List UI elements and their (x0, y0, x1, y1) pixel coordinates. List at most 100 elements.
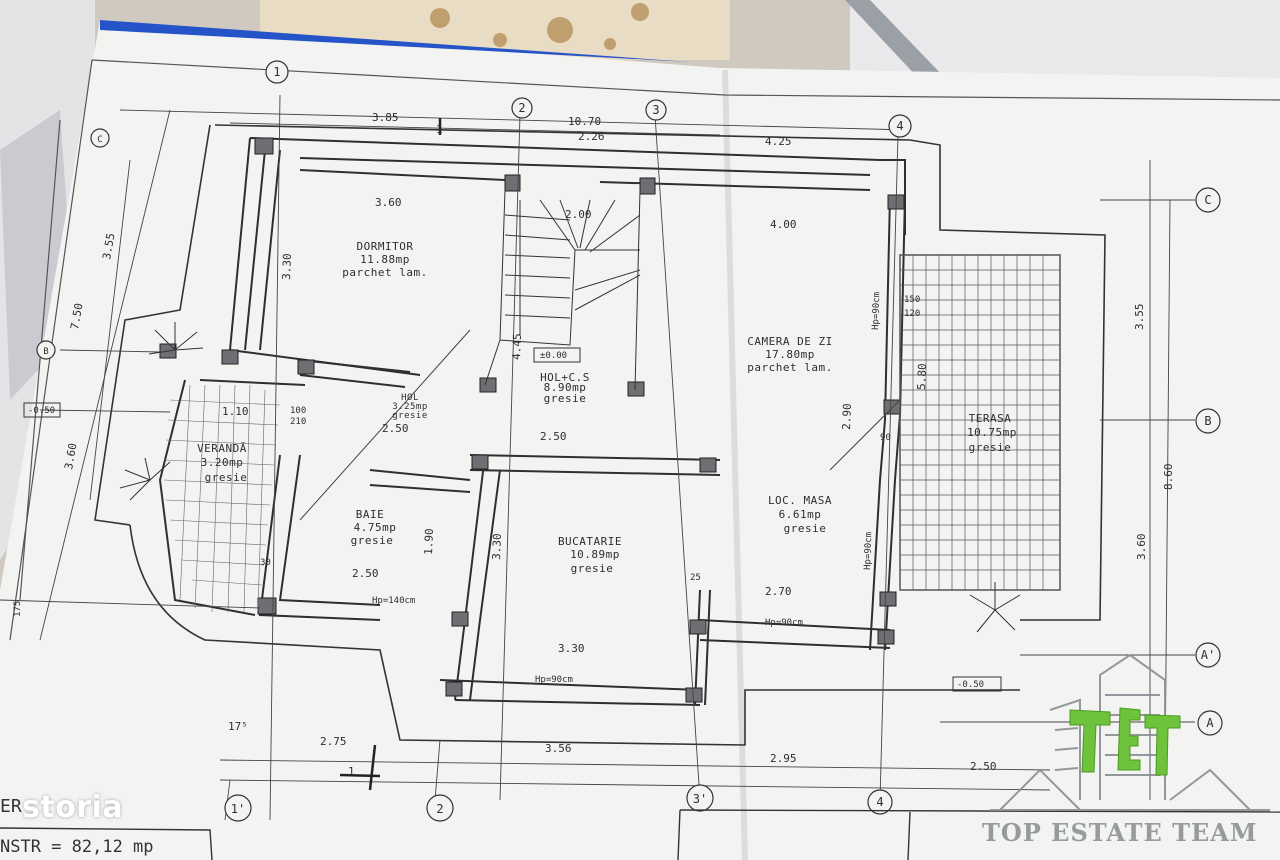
room-bucatarie-area: 10.89mp (570, 548, 620, 561)
hp-label-3: Hp=90cm (765, 618, 803, 628)
room-hol-floor: gresie (392, 411, 428, 421)
dim-190: 1.90 (422, 528, 436, 555)
axis-label-left-c: C (97, 135, 102, 145)
axis-label-c: C (1204, 193, 1211, 207)
room-baie-floor: gresie (351, 534, 394, 547)
room-dormitor-floor: parchet lam. (342, 266, 427, 279)
pillars (159, 137, 905, 703)
dim-25: 25 (690, 573, 701, 583)
axis-bubble-1 (265, 60, 289, 84)
room-labels: DORMITOR 11.88mp parchet lam. CAMERA DE … (197, 240, 1016, 575)
dim-355-right: 3.55 (1133, 304, 1146, 331)
room-bucatarie-name: BUCATARIE (558, 535, 622, 548)
room-hol-area: 3.25mp (392, 402, 428, 412)
axis-label-1p: 1' (231, 802, 245, 816)
dim-360-right: 3.60 (1135, 534, 1148, 561)
dim-355-left: 3.55 (100, 232, 117, 260)
axis-label-a1: A' (1201, 648, 1215, 662)
axis-label-2b: 2 (436, 802, 443, 816)
axis-bubble-a1 (1195, 642, 1221, 668)
room-terasa-floor: gresie (969, 441, 1012, 454)
axis-bubble-2 (511, 97, 533, 119)
laptop-bezel (845, 0, 945, 80)
dim-90: 90 (880, 433, 891, 443)
axis-bubbles (36, 60, 1223, 822)
axis-label-3: 3 (652, 103, 659, 117)
footer-left-top: ER (0, 796, 22, 817)
brand-name: TOP ESTATE TEAM (982, 818, 1258, 847)
hp-label-4: Hp=140cm (372, 596, 415, 606)
room-hol-cs-floor: gresie (544, 392, 587, 405)
room-hol-cs-area: 8.90mp (544, 381, 587, 394)
dim-120: 120 (904, 309, 920, 319)
room-bucatarie-floor: gresie (571, 562, 614, 575)
brand-logo (990, 654, 1270, 811)
veranda-tiles (163, 384, 281, 613)
dim-110: 1.10 (222, 405, 249, 418)
dim-580: 5.80 (915, 363, 929, 390)
room-hol-name: HOL (401, 393, 419, 403)
dim-275: 2.75 (320, 735, 347, 748)
footer-left-bottom: NSTR = 82,12 mp (0, 837, 154, 857)
room-camera-area: 17.80mp (765, 348, 815, 361)
title-block (0, 809, 1280, 860)
tablecloth-pattern (430, 3, 649, 50)
axis-label-4: 4 (896, 119, 903, 133)
axis-bubble-left-c (90, 128, 110, 148)
room-loc-masa-floor: gresie (784, 522, 827, 535)
dim-360-left: 3.60 (62, 442, 79, 470)
section-mark (339, 118, 442, 791)
blue-binding (100, 20, 690, 62)
main-walls (158, 137, 906, 706)
dim-270: 2.70 (765, 585, 792, 598)
room-camera-floor: parchet lam. (747, 361, 832, 374)
dim-750: 7.50 (68, 302, 85, 330)
axis-bubble-1p (224, 794, 252, 822)
axis-bubble-4b (867, 789, 893, 815)
outer-outline (94, 124, 1106, 746)
hp-label-5: Hp=90cm (535, 675, 573, 685)
dim-356: 3.56 (545, 742, 572, 755)
paper-fold (722, 69, 748, 860)
dim-330-buc: 3.30 (490, 533, 504, 560)
dim-360-top: 3.60 (375, 196, 402, 209)
terrace-tiles (899, 254, 1061, 591)
section-label-bottom: 1 (348, 765, 355, 778)
dim-200: 2.00 (565, 208, 592, 221)
room-dormitor-name: DORMITOR (357, 240, 414, 253)
axis-label-a: A (1206, 716, 1214, 730)
dim-445: 4.45 (510, 333, 524, 360)
level-right: -0.50 (957, 680, 984, 690)
dim-425: 4.25 (765, 135, 792, 148)
room-camera-name: CAMERA DE ZI (747, 335, 832, 348)
dim-250-baie: 2.50 (352, 567, 379, 580)
dim-210: 210 (290, 417, 306, 427)
dim-290: 2.90 (840, 403, 854, 430)
room-loc-masa-name: LOC. MASA (768, 494, 832, 507)
dim-1070: 10.70 (568, 115, 601, 128)
plant-icon (119, 322, 1021, 633)
axis-label-2: 2 (518, 101, 525, 115)
axis-label-left-b: B (43, 347, 48, 357)
dim-250-bottom: 2.50 (970, 760, 997, 773)
axis-bubble-2b (426, 794, 454, 822)
dim-330-bottom: 3.30 (558, 642, 585, 655)
axis-bubble-c (1195, 187, 1221, 213)
dim-150: 150 (904, 295, 920, 305)
dim-100: 100 (290, 406, 306, 416)
dim-295: 2.95 (770, 752, 797, 765)
axis-label-b: B (1204, 414, 1211, 428)
axis-bubble-a (1197, 710, 1223, 736)
axis-bubble-3 (645, 99, 667, 121)
axis-label-1: 1 (273, 65, 280, 79)
dim-400: 4.00 (770, 218, 797, 231)
level-boxes (23, 347, 1002, 692)
section-label-top: 1 (436, 123, 443, 136)
room-veranda-area: 3.20mp (201, 456, 244, 469)
hp-label-2: Hp=90cm (863, 532, 874, 570)
leader-lines (299, 329, 901, 521)
dim-250-mid: 2.50 (540, 430, 567, 443)
storia-watermark: storia (22, 790, 124, 825)
dim-30: 30 (260, 558, 271, 568)
room-baie-name: BAIE (356, 508, 385, 521)
